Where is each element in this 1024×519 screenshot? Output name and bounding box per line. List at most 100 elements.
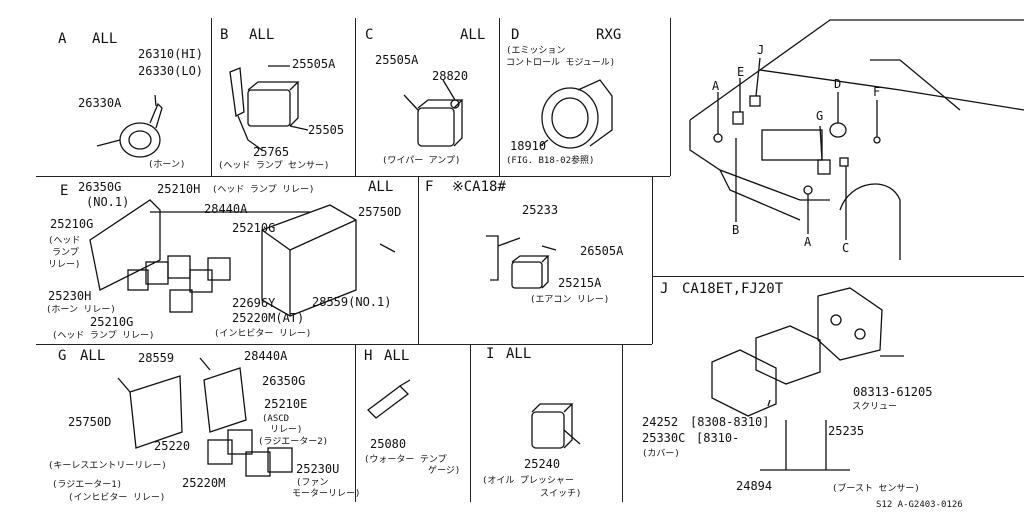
part-note: (カバー) — [642, 449, 680, 459]
part-number: [8308-8310] — [690, 415, 770, 429]
location-label: A — [804, 235, 812, 249]
divider — [355, 18, 356, 176]
relay-bank-drawing — [89, 199, 396, 317]
location-label: F — [873, 85, 881, 99]
boost-sensor-drawing — [711, 287, 904, 471]
panel-c-letter: C — [365, 27, 374, 43]
panel-e-title: ALL — [368, 179, 394, 195]
part-note: ランプ — [52, 248, 79, 258]
car-drawing — [689, 19, 1024, 260]
panel-h-letter: H — [364, 348, 373, 364]
part-note: (ブースト センサー) — [832, 484, 920, 494]
part-note: (ヘッド — [48, 236, 81, 246]
panel-a-letter: A — [58, 31, 67, 47]
part-number: 25240 — [524, 457, 561, 471]
panel-f-letter: F — [425, 179, 434, 195]
part-number: [8310- — [696, 431, 740, 445]
part-number: 25215A — [558, 276, 602, 290]
aircon-relay-drawing — [486, 235, 557, 289]
part-note: (ASCD — [262, 414, 290, 424]
part-note: モーターリレー) — [292, 489, 361, 499]
part-note: (キーレスエントリーリレー) — [48, 461, 167, 471]
part-note: コントロール モジュール) — [506, 58, 616, 68]
location-label: D — [834, 77, 842, 91]
divider — [355, 344, 356, 502]
part-number: 22696Y — [232, 296, 276, 310]
part-note: (FIG. B18-02参照) — [506, 156, 595, 166]
part-note: (ファン — [296, 478, 329, 488]
part-note: (ヘッド ランプ リレー) — [52, 331, 155, 341]
part-number: 25210G — [90, 315, 134, 329]
divider — [418, 176, 419, 344]
part-number: 25505 — [308, 123, 345, 137]
part-number: 25210E — [264, 397, 308, 411]
horn-drawing — [96, 94, 163, 158]
part-number: 25330C — [642, 431, 686, 445]
location-label: B — [732, 223, 740, 237]
part-note: リレー) — [270, 425, 303, 435]
figure-code: S12 A-G2403-0126 — [876, 500, 963, 510]
panel-f-title: ※CA18# — [452, 179, 506, 195]
part-note: (エミッション — [506, 46, 566, 56]
part-number: 28820 — [432, 69, 469, 83]
part-number: 25235 — [828, 424, 865, 438]
part-number: 08313-61205 — [853, 385, 933, 399]
part-number: 25210G — [50, 217, 94, 231]
part-number: 25220M — [182, 476, 226, 490]
part-number: 25220 — [154, 439, 191, 453]
divider — [211, 18, 212, 176]
panel-j-title: CA18ET,FJ20T — [682, 281, 784, 297]
divider — [622, 344, 623, 502]
part-number: (NO.1) — [86, 195, 130, 209]
part-note: リレー) — [48, 260, 81, 270]
panel-b-letter: B — [220, 27, 229, 43]
part-number: 25505A — [292, 57, 336, 71]
location-label: J — [757, 43, 765, 57]
part-note: (エアコン リレー) — [530, 295, 610, 305]
panel-c-title: ALL — [460, 27, 486, 43]
panel-d-letter: D — [511, 27, 520, 43]
panel-d-title: RXG — [596, 27, 622, 43]
part-note: (オイル プレッシャー — [482, 476, 574, 486]
divider — [36, 176, 670, 177]
part-number: 18910 — [510, 139, 547, 153]
part-note: (ラジエーター2) — [258, 437, 329, 447]
part-number: 28440A — [244, 349, 288, 363]
part-number: 25210H — [157, 182, 201, 196]
location-label: C — [842, 241, 850, 255]
part-note: (ワイパー アンプ) — [382, 156, 461, 166]
part-number: 25750D — [358, 205, 402, 219]
part-note: ゲージ) — [428, 466, 461, 476]
divider — [652, 276, 1024, 277]
part-number: 28559(NO.1) — [312, 295, 392, 309]
emission-module-drawing — [539, 79, 613, 149]
part-number: 26310(HI) — [138, 47, 204, 61]
part-note: スクリュー — [852, 402, 898, 412]
part-note: (ウォーター テンプ — [364, 455, 447, 465]
part-number: 26330(LO) — [138, 64, 204, 78]
part-number: 28559 — [138, 351, 175, 365]
part-number: 26350G — [78, 180, 122, 194]
part-note: (ホーン リレー) — [46, 305, 116, 315]
part-number: 25765 — [253, 145, 290, 159]
part-number: 26505A — [580, 244, 624, 258]
divider — [652, 176, 653, 276]
panel-e-letter: E — [60, 183, 69, 199]
water-temp-sensor-drawing — [367, 379, 411, 419]
divider — [36, 344, 652, 345]
panel-i-title: ALL — [506, 346, 532, 362]
part-note: (ホーン) — [148, 160, 186, 170]
oil-pressure-switch-drawing — [531, 403, 581, 449]
part-note: (ラジエーター1) — [52, 480, 123, 490]
part-note: (インヒビター リレー) — [214, 329, 312, 339]
part-number: 26350G — [262, 374, 306, 388]
part-number: 25505A — [375, 53, 419, 67]
part-note: (ヘッド ランプ リレー) — [212, 185, 315, 195]
divider — [470, 344, 471, 502]
part-note: スイッチ) — [540, 489, 582, 499]
part-note: (インヒビター リレー) — [68, 493, 166, 503]
part-number: 25210G — [232, 221, 276, 235]
part-number: 24252 — [642, 415, 679, 429]
part-number: 25230U — [296, 462, 340, 476]
part-number: 25230H — [48, 289, 92, 303]
